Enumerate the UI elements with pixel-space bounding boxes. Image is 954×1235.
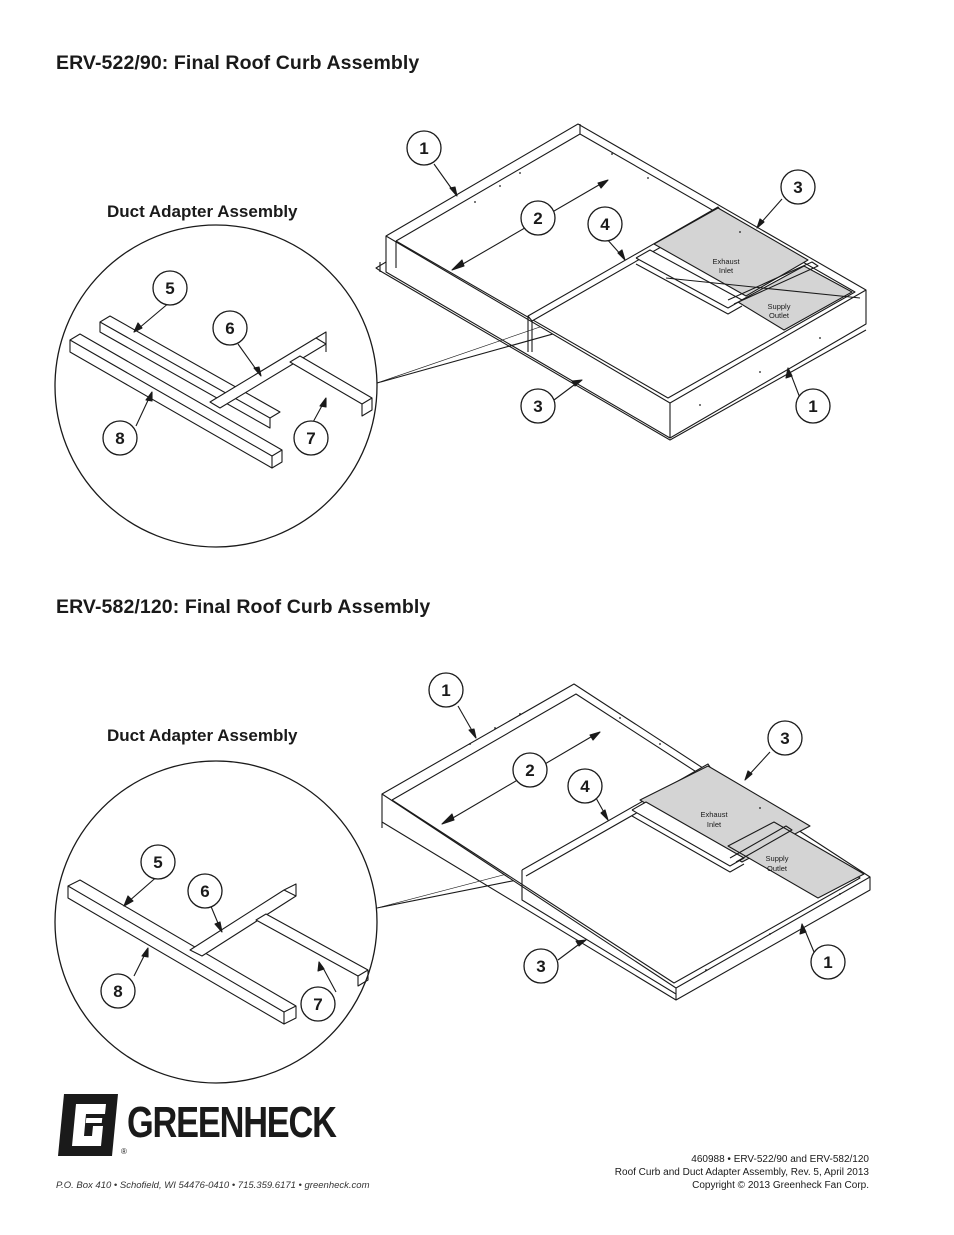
callout-4: 4 <box>587 206 623 242</box>
section-1-title: ERV-522/90: Final Roof Curb Assembly <box>56 52 420 74</box>
brand-name: GREENHECK <box>127 1098 337 1147</box>
copyright: Copyright © 2013 Greenheck Fan Corp. <box>692 1180 869 1191</box>
svg-text:4: 4 <box>600 215 610 234</box>
callout-3-top: 3 <box>767 720 803 756</box>
callout-8: 8 <box>100 973 136 1009</box>
supply-opening <box>727 821 865 899</box>
svg-text:5: 5 <box>165 279 174 298</box>
detail-circle <box>54 224 378 548</box>
callout-2: 2 <box>512 752 548 788</box>
svg-text:3: 3 <box>533 397 542 416</box>
exhaust-opening <box>653 207 809 297</box>
section-2-title: ERV-582/120: Final Roof Curb Assembly <box>56 596 431 618</box>
svg-text:6: 6 <box>200 882 209 901</box>
callout-6: 6 <box>187 873 223 909</box>
callout-4: 4 <box>567 768 603 804</box>
supply-outlet-label: Supply <box>768 302 791 311</box>
svg-text:8: 8 <box>113 982 122 1001</box>
callout-1-bottom: 1 <box>810 944 846 980</box>
svg-text:7: 7 <box>306 429 315 448</box>
svg-text:1: 1 <box>808 397 817 416</box>
callout-7: 7 <box>300 986 336 1022</box>
svg-text:3: 3 <box>793 178 802 197</box>
section-2-detail-title: Duct Adapter Assembly <box>107 726 298 745</box>
supply-outlet-label: Supply <box>766 854 789 863</box>
callout-8: 8 <box>102 420 138 456</box>
callout-3-bottom: 3 <box>520 388 556 424</box>
callout-1-bottom: 1 <box>795 388 831 424</box>
svg-text:3: 3 <box>536 957 545 976</box>
exhaust-inlet-label-2: Inlet <box>707 820 722 829</box>
svg-text:1: 1 <box>441 681 450 700</box>
svg-text:2: 2 <box>533 209 542 228</box>
supply-outlet-label-2: Outlet <box>767 864 788 873</box>
callout-1-top: 1 <box>428 672 464 708</box>
detail-circle <box>54 760 378 1084</box>
supply-outlet-label-2: Outlet <box>769 311 790 320</box>
callout-1-top: 1 <box>406 130 442 166</box>
section-1-detail-title: Duct Adapter Assembly <box>107 202 298 221</box>
callout-3-top: 3 <box>780 169 816 205</box>
registered-mark: ® <box>121 1147 127 1156</box>
exhaust-inlet-label: Exhaust <box>712 257 740 266</box>
roof-curb-figure-1: Exhaust Inlet Supply Outlet 1 2 3 4 3 1 … <box>54 123 867 548</box>
company-address: P.O. Box 410 • Schofield, WI 54476-0410 … <box>56 1180 370 1191</box>
callout-5: 5 <box>152 270 188 306</box>
callout-7: 7 <box>293 420 329 456</box>
callout-6: 6 <box>212 310 248 346</box>
greenheck-logo-icon <box>58 1094 118 1156</box>
svg-text:3: 3 <box>780 729 789 748</box>
document-number: 460988 • ERV-522/90 and ERV-582/120 <box>691 1154 869 1165</box>
svg-text:2: 2 <box>525 761 534 780</box>
svg-text:7: 7 <box>313 995 322 1014</box>
exhaust-inlet-label-2: Inlet <box>719 266 734 275</box>
svg-text:1: 1 <box>419 139 428 158</box>
detail-rail-7 <box>255 913 369 977</box>
document-title: Roof Curb and Duct Adapter Assembly, Rev… <box>614 1167 869 1178</box>
exhaust-inlet-label: Exhaust <box>700 810 728 819</box>
document-info: 460988 • ERV-522/90 and ERV-582/120 Roof… <box>615 1153 869 1192</box>
svg-text:4: 4 <box>580 777 590 796</box>
detail-rail-7 <box>289 355 373 405</box>
callout-2: 2 <box>520 200 556 236</box>
callout-3-bottom: 3 <box>523 948 559 984</box>
svg-text:1: 1 <box>823 953 832 972</box>
svg-text:6: 6 <box>225 319 234 338</box>
callout-5: 5 <box>140 844 176 880</box>
supply-opening <box>737 265 853 331</box>
svg-text:8: 8 <box>115 429 124 448</box>
svg-text:5: 5 <box>153 853 162 872</box>
roof-curb-figure-2: Exhaust Inlet Supply Outlet 1 2 3 4 3 1 … <box>54 672 871 1084</box>
